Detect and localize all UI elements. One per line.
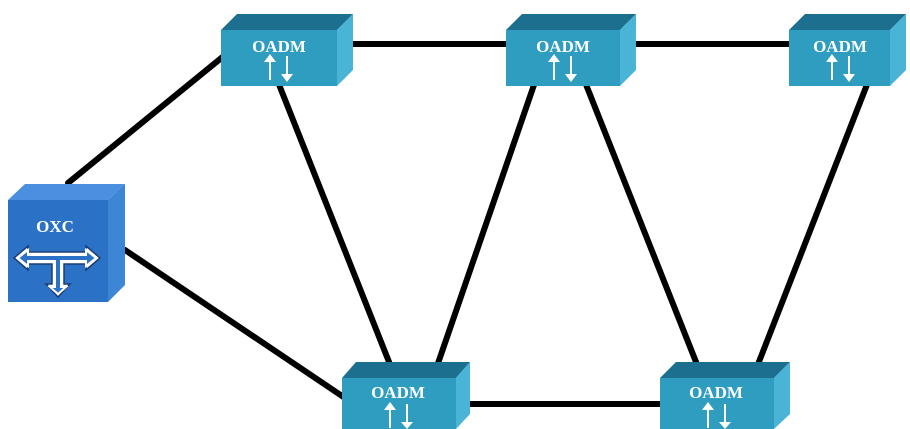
link-oadm-top-left-oadm-bottom-left <box>275 79 396 375</box>
oadm-label: OADM <box>252 37 306 56</box>
link-oadm-top-middle-oadm-bottom-left <box>432 79 538 375</box>
cross-connect-arrows-icon <box>12 244 102 299</box>
oadm-top-face <box>789 14 906 30</box>
link-oxc-oadm-bottom-left <box>122 247 348 401</box>
add-drop-arrows-icon <box>826 54 855 82</box>
oadm-node-bottom-right: OADM <box>660 362 790 429</box>
oadm-label: OADM <box>813 37 867 56</box>
add-drop-arrows-icon <box>384 402 413 429</box>
oadm-side-face <box>620 14 636 86</box>
oadm-front-face <box>221 30 337 86</box>
oadm-top-face <box>221 14 353 30</box>
oadm-side-face <box>774 362 790 429</box>
oadm-front-face <box>342 378 456 429</box>
oxc-top-face <box>8 184 125 200</box>
oadm-front-face <box>789 30 890 86</box>
oxc-node: OXC <box>8 184 125 302</box>
oadm-label: OADM <box>536 37 590 56</box>
oadm-side-face <box>456 362 470 429</box>
link-oxc-oadm-top-left <box>65 52 228 186</box>
oadm-top-face <box>342 362 470 378</box>
oadm-front-face <box>660 378 774 429</box>
oadm-node-top-right: OADM <box>789 14 906 86</box>
add-drop-arrows-icon <box>264 54 293 82</box>
links <box>65 41 871 407</box>
oxc-label: OXC <box>36 217 74 236</box>
link-oadm-top-right-oadm-bottom-right <box>752 79 871 375</box>
add-drop-arrows-icon <box>548 54 577 82</box>
oxc-side-face <box>108 184 125 302</box>
oadm-side-face <box>890 14 906 86</box>
link-oadm-top-middle-oadm-bottom-right <box>582 79 703 375</box>
oadm-label: OADM <box>371 383 425 402</box>
oadm-node-top-left: OADM <box>221 14 353 86</box>
oadm-side-face <box>337 14 353 86</box>
oadm-node-top-middle: OADM <box>506 14 636 86</box>
oadm-node-bottom-left: OADM <box>342 362 470 429</box>
oadm-front-face <box>506 30 620 86</box>
oadm-top-face <box>506 14 636 30</box>
add-drop-arrows-icon <box>702 402 731 429</box>
oadm-label: OADM <box>689 383 743 402</box>
oadm-top-face <box>660 362 790 378</box>
